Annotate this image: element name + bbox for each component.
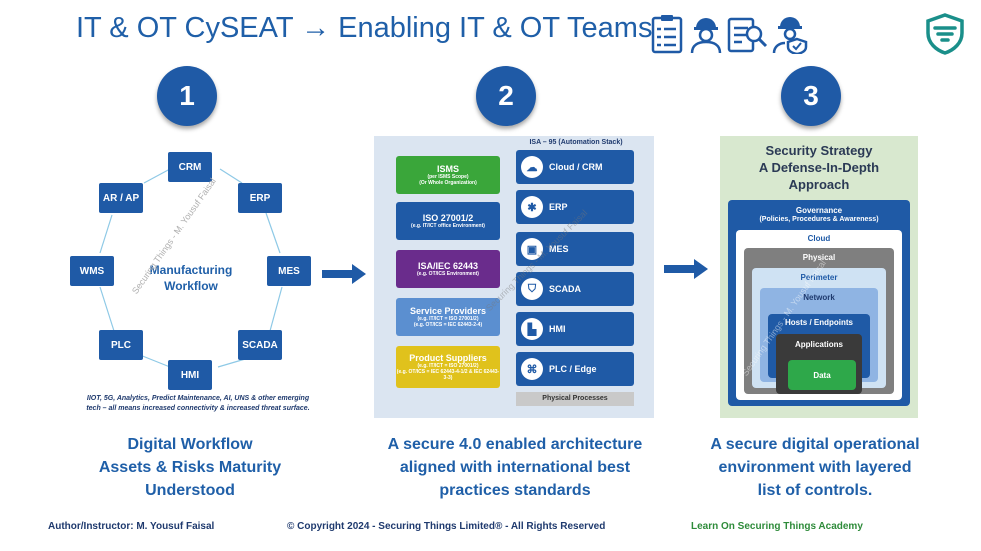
strategy-title-line2: A Defense-In-Depth: [758, 160, 880, 175]
node-erp: ERP: [238, 183, 282, 213]
step-1-badge: 1: [157, 66, 217, 126]
node-hmi: HMI: [168, 360, 212, 390]
node-wms: WMS: [70, 256, 114, 286]
chip-icon: ⌘: [521, 358, 543, 380]
caption-2: A secure 4.0 enabled architecture aligne…: [360, 433, 670, 502]
layer-mes-label: MES: [549, 244, 569, 254]
strategy-title-line3: Approach: [788, 177, 850, 192]
layer-hmi-label: HMI: [549, 324, 566, 334]
ring-network-label: Network: [803, 293, 835, 302]
caption-1: Digital Workflow Assets & Risks Maturity…: [60, 433, 320, 502]
worker-icon: [690, 18, 722, 54]
standard-ps-sub2: (e.g. OT/ICS = IEC 62443-4-1/2 & IEC 624…: [396, 369, 500, 381]
defense-in-depth-panel: Security Strategy A Defense-In-Depth App…: [720, 136, 918, 418]
node-ar-ap: AR / AP: [99, 183, 143, 213]
standard-isms: ISMS (per ISMS Scope) (Or Whole Organiza…: [396, 156, 500, 194]
layer-cloud-crm: ☁ Cloud / CRM: [516, 150, 634, 184]
ring-data: Data: [788, 360, 856, 390]
ring-physical-label: Physical: [802, 253, 836, 262]
arrow-1-icon: [322, 264, 366, 284]
step-2-badge: 2: [476, 66, 536, 126]
caption-3: A secure digital operational environment…: [680, 433, 950, 502]
node-mes: MES: [267, 256, 311, 286]
step-3-badge: 3: [781, 66, 841, 126]
standard-isms-sub2: (Or Whole Organization): [419, 180, 477, 186]
shield-icon: ⛉: [521, 278, 543, 300]
standard-isms-name: ISMS: [436, 164, 459, 174]
emerging-tech-note: IIOT, 5G, Analytics, Predict Maintenance…: [78, 394, 318, 414]
standard-sp-name: Service Providers: [409, 306, 487, 316]
standard-iec-name: ISA/IEC 62443: [417, 261, 479, 271]
inspection-icon: [727, 17, 768, 53]
standard-ps-sub1: (e.g. IT/ICT = ISO 27001/2): [417, 363, 479, 369]
caption-3-line1: A secure digital operational: [710, 436, 920, 453]
standard-iec-sub1: (e.g. OT/ICS Environment): [417, 271, 479, 277]
layer-erp: ✱ ERP: [516, 190, 634, 224]
engineer-shield-icon: [772, 17, 808, 54]
monitor-icon: ▣: [521, 238, 543, 260]
layer-erp-label: ERP: [549, 202, 568, 212]
footer-author: Author/Instructor: M. Yousuf Faisal: [48, 521, 215, 532]
caption-3-line2: environment with layered: [718, 459, 912, 476]
caption-2-line1: A secure 4.0 enabled architecture: [387, 436, 643, 453]
factory-icon: ▙: [521, 318, 543, 340]
ring-perimeter-label: Perimeter: [800, 273, 838, 282]
arrow-2-icon: [664, 259, 708, 279]
note-line2: tech – all means increased connectivity …: [86, 405, 310, 412]
standard-service-providers: Service Providers (e.g. IT/ICT = ISO 270…: [396, 298, 500, 336]
workflow-center-line1: Manufacturing: [149, 263, 233, 277]
standard-iec62443: ISA/IEC 62443 (e.g. OT/ICS Environment): [396, 250, 500, 288]
layer-scada-label: SCADA: [549, 284, 582, 294]
header-icons: [648, 14, 810, 54]
cloud-icon: ☁: [521, 156, 543, 178]
caption-2-line3: practices standards: [439, 482, 591, 499]
ring-cloud-label: Cloud: [807, 234, 831, 243]
node-scada: SCADA: [238, 330, 282, 360]
workflow-center-label: Manufacturing Workflow: [146, 262, 236, 294]
caption-3-line3: list of controls.: [757, 482, 873, 499]
node-crm: CRM: [168, 152, 212, 182]
layer-mes: ▣ MES: [516, 232, 634, 266]
ring-data-label: Data: [813, 371, 831, 380]
caption-1-line3: Understood: [145, 482, 235, 499]
node-plc: PLC: [99, 330, 143, 360]
layer-cloud-label: Cloud / CRM: [549, 162, 603, 172]
workflow-center-line2: Workflow: [164, 279, 218, 293]
strategy-title: Security Strategy A Defense-In-Depth App…: [720, 142, 918, 193]
standard-product-suppliers: Product Suppliers (e.g. IT/ICT = ISO 270…: [396, 346, 500, 388]
caption-1-line1: Digital Workflow: [127, 436, 253, 453]
standard-isms-sub1: (per ISMS Scope): [427, 174, 469, 180]
standard-iso27001: ISO 27001/2 (e.g. IT/ICT office Environm…: [396, 202, 500, 240]
checklist-icon: [651, 15, 683, 54]
governance-sublabel: (Policies, Procedures & Awareness): [759, 216, 879, 223]
layer-plc-edge: ⌘ PLC / Edge: [516, 352, 634, 386]
shield-logo-icon: [926, 13, 964, 55]
footer-copyright: © Copyright 2024 - Securing Things Limit…: [287, 521, 606, 532]
standard-sp-sub2: (e.g. OT/ICS = IEC 62443-2-4): [413, 322, 483, 328]
footer-academy-link[interactable]: Learn On Securing Things Academy: [691, 521, 863, 532]
standard-sp-sub1: (e.g. IT/ICT = ISO 27001/2): [417, 316, 479, 322]
standard-iso-name: ISO 27001/2: [422, 213, 474, 223]
caption-2-line2: aligned with international best: [399, 459, 631, 476]
physical-processes: Physical Processes: [516, 392, 634, 406]
governance-label: Governance: [795, 206, 843, 215]
note-line1: IIOT, 5G, Analytics, Predict Maintenance…: [86, 395, 310, 402]
ring-applications-label: Applications: [794, 340, 843, 349]
layer-plc-label: PLC / Edge: [549, 364, 597, 374]
architecture-panel: ISMS (per ISMS Scope) (Or Whole Organiza…: [374, 136, 654, 418]
standard-ps-name: Product Suppliers: [409, 353, 487, 363]
layer-hmi: ▙ HMI: [516, 312, 634, 346]
network-icon: ✱: [521, 196, 543, 218]
layer-scada: ⛉ SCADA: [516, 272, 634, 306]
isa95-title: ISA – 95 (Automation Stack): [529, 139, 623, 146]
strategy-title-line1: Security Strategy: [765, 143, 873, 158]
standard-iso-sub1: (e.g. IT/ICT office Environment): [411, 223, 485, 229]
page-title: IT & OT CySEAT → Enabling IT & OT Teams: [76, 12, 653, 44]
ring-hosts-label: Hosts / Endpoints: [785, 318, 853, 327]
caption-1-line2: Assets & Risks Maturity: [98, 459, 282, 476]
